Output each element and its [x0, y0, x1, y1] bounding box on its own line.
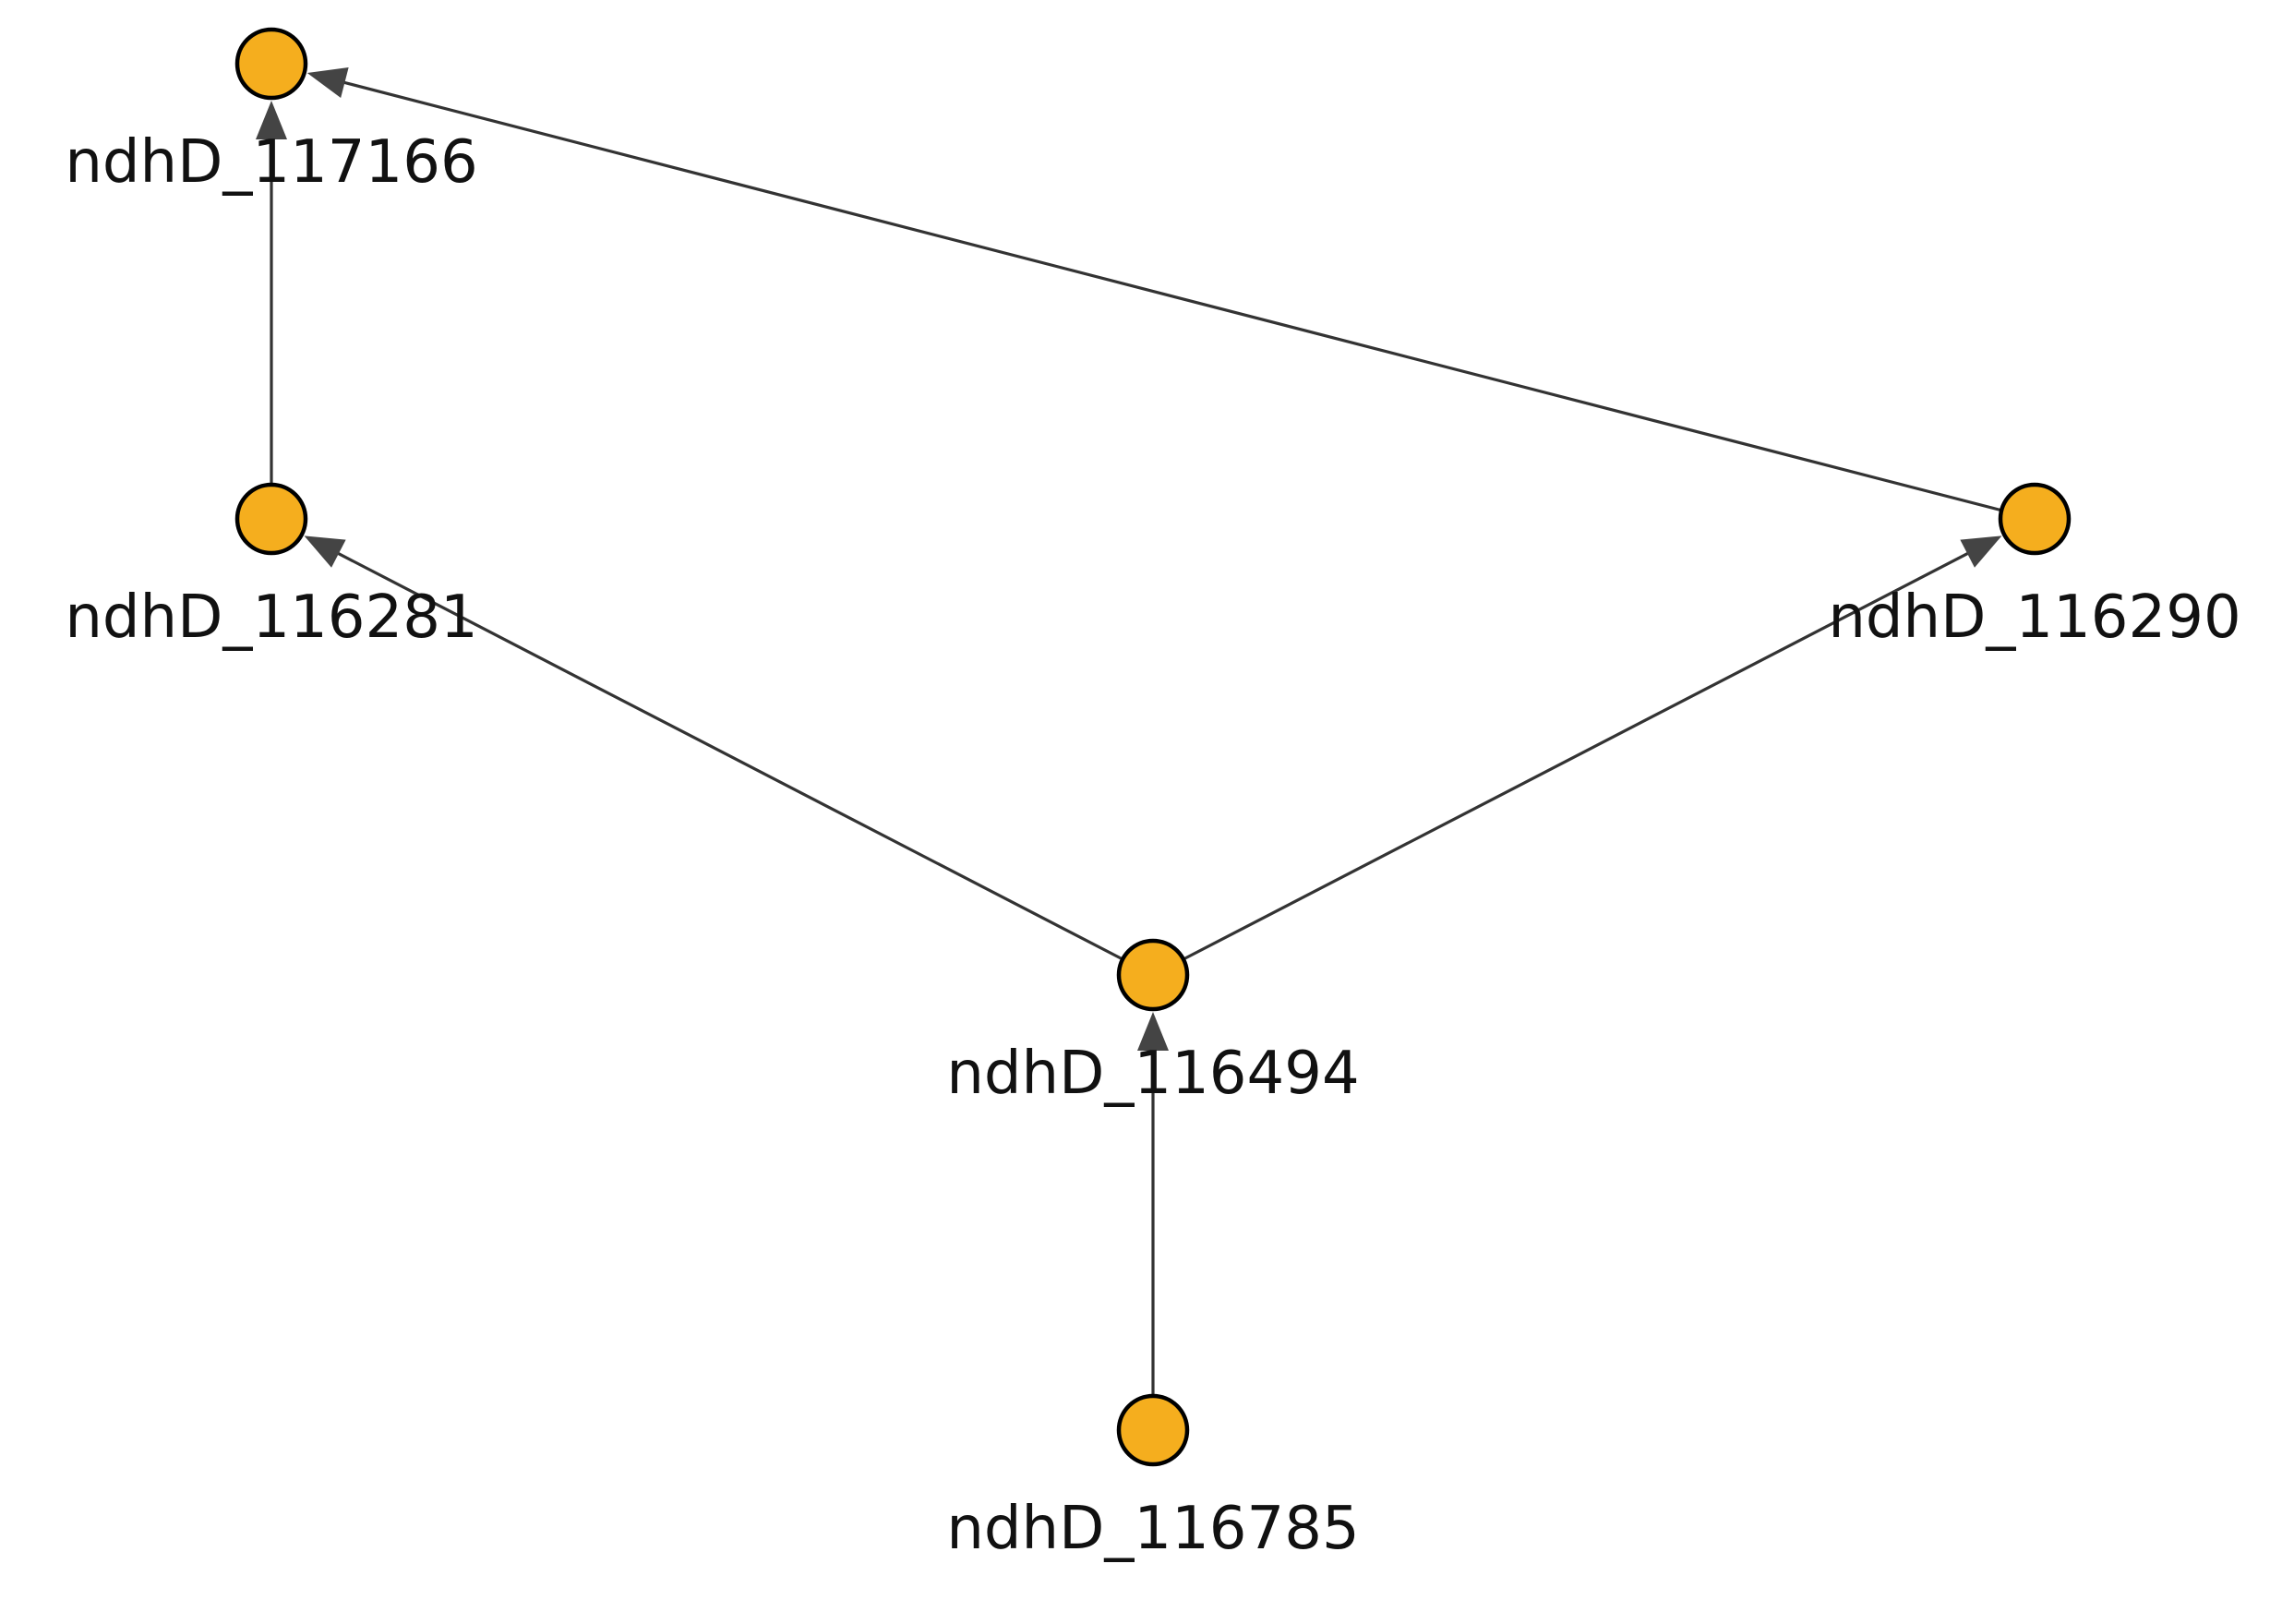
edge-ndhD_116281-to-ndhD_117166: [256, 101, 287, 485]
node-label-ndhD_116785: ndhD_116785: [946, 1495, 1359, 1563]
edge-line: [334, 550, 1123, 961]
edge-ndhD_116785-to-ndhD_116494: [1137, 1012, 1169, 1396]
node-label-ndhD_116290: ndhD_116290: [1828, 583, 2240, 652]
node-ndhD_117166[interactable]: [234, 27, 308, 101]
arrow-head-icon: [1137, 1012, 1169, 1051]
node-ndhD_116290[interactable]: [1998, 482, 2072, 556]
edges-layer: [256, 67, 2002, 1396]
edge-line: [1183, 550, 1972, 961]
edge-line: [341, 79, 2002, 512]
labels-layer: ndhD_117166 ndhD_116281 ndhD_116290 ndhD_11…: [65, 128, 2240, 1563]
node-label-ndhD_116494: ndhD_116494: [946, 1040, 1359, 1108]
edge-ndhD_116494-to-ndhD_116281: [304, 535, 1123, 961]
nodes-layer: [234, 27, 2072, 1467]
node-ndhD_116494[interactable]: [1116, 938, 1190, 1012]
node-ndhD_116281[interactable]: [234, 482, 308, 556]
arrow-head-icon: [306, 67, 349, 98]
node-label-ndhD_117166: ndhD_117166: [65, 128, 477, 197]
node-ndhD_116785[interactable]: [1116, 1393, 1190, 1467]
arrow-head-icon: [304, 535, 346, 568]
edge-ndhD_116494-to-ndhD_116290: [1183, 535, 2002, 961]
arrow-head-icon: [256, 101, 287, 139]
node-label-ndhD_116281: ndhD_116281: [65, 583, 477, 652]
arrow-head-icon: [1960, 535, 2002, 568]
edge-ndhD_116290-to-ndhD_117166: [306, 67, 2002, 512]
